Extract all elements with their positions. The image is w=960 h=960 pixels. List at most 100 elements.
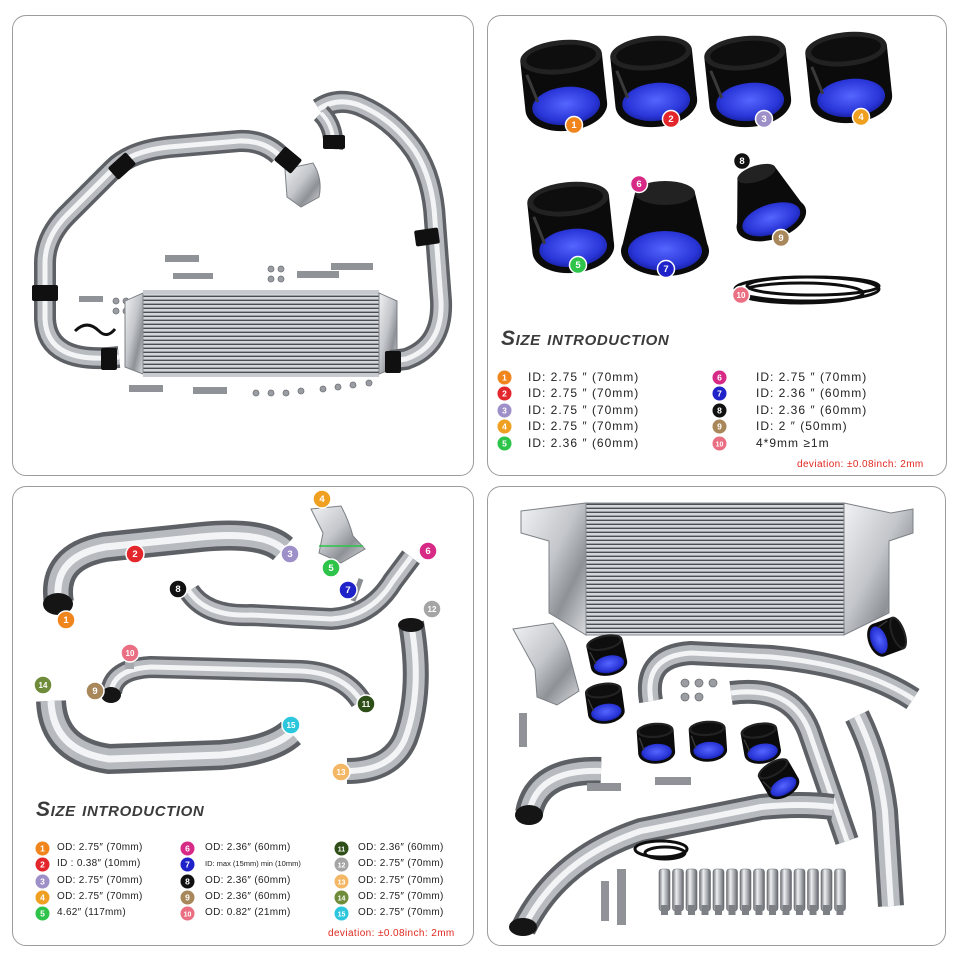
hose-clamp: [820, 868, 833, 915]
list-bullet: 14: [334, 890, 349, 904]
vacuum-hose-coil: [633, 839, 689, 861]
list-bullet: 1: [497, 370, 512, 384]
size-item-text: ID: 2.75 ″ (70mm): [756, 369, 868, 384]
callout-badge: 8: [168, 579, 188, 599]
list-bullet-circle: [180, 890, 195, 904]
callout-badge-circle: [851, 107, 871, 127]
hose-clamp: [699, 868, 711, 915]
callout-badge-circle: [629, 174, 649, 194]
list-bullet-number: 7: [185, 859, 190, 869]
list-bullet-number: 7: [717, 388, 722, 398]
callout-badge-number: 6: [425, 546, 430, 557]
mounting-brackets: [79, 255, 373, 394]
silicone-coupler-3: [701, 30, 796, 133]
callout-badge: 8: [732, 151, 752, 171]
list-bullet-circle: [334, 857, 349, 871]
callout-badge: 13: [331, 762, 351, 782]
size-item-text: OD: 2.75″ (70mm): [57, 890, 143, 902]
list-bullet: 3: [35, 874, 50, 888]
size-item-text: OD: 2.36″ (60mm): [205, 841, 291, 853]
callout-badge-number: 9: [92, 686, 97, 697]
callout-badge-number: 10: [126, 649, 135, 658]
list-bullet-circle: [180, 906, 195, 920]
sensor-bung: [125, 657, 134, 669]
callout-badge-number: 15: [287, 721, 296, 730]
hose-clamp: [672, 868, 684, 915]
callout-badge: 14: [33, 675, 53, 695]
callout-badge: 9: [85, 681, 105, 701]
callout-badge-circle: [125, 544, 145, 564]
size-item-text: ID: 2.75 ″ (70mm): [528, 402, 640, 417]
callout-badge: 6: [629, 174, 649, 194]
callout-badge: 7: [656, 259, 676, 279]
pipe-c: [857, 716, 891, 906]
list-bullet-number: 14: [338, 895, 346, 902]
list-bullet-circle: [497, 403, 512, 417]
list-bullet: 4: [497, 419, 512, 433]
bolts-and-nuts: [680, 678, 718, 702]
list-bullet-circle: [35, 841, 50, 855]
callout-badge: 9: [771, 228, 791, 248]
list-bullet-circle: [497, 436, 512, 450]
list-bullet: 10: [180, 906, 195, 920]
list-bullet-number: 3: [502, 405, 507, 415]
list-bullet-number: 1: [502, 372, 507, 382]
size-item-text: ID: max (15mm) min (10mm): [205, 859, 301, 869]
deviation-note: deviation: ±0.08inch: 2mm: [797, 459, 924, 470]
list-bullet: 2: [35, 857, 50, 871]
list-bullet: 10: [712, 436, 727, 450]
list-bullet-circle: [35, 890, 50, 904]
list-bullet-circle: [334, 874, 349, 888]
callout-badge-number: 7: [663, 264, 668, 275]
list-bullet: 12: [334, 857, 349, 871]
hose-clamps: [658, 868, 846, 915]
intercooler: [520, 502, 914, 636]
size-item-text: OD: 2.75″ (70mm): [57, 841, 143, 853]
callout-badge-circle: [331, 762, 351, 782]
pipe-14-15: [51, 701, 291, 759]
callout-badge: 4: [851, 107, 871, 127]
list-bullet: 1: [35, 841, 50, 855]
hose-clamp: [807, 868, 819, 915]
list-bullet-number: 15: [338, 911, 346, 918]
list-bullet-number: 8: [717, 405, 722, 415]
panel-kit-overview: [12, 15, 474, 476]
callout-badge-circle: [754, 109, 774, 129]
deviation-note: deviation: ±0.08inch: 2mm: [328, 928, 455, 939]
callout-badge-circle: [732, 151, 752, 171]
size-item-text: ID: 2.36 ″ (60mm): [756, 402, 868, 417]
size-item-text: ID: 2.75 ″ (70mm): [528, 385, 640, 400]
list-bullet-circle: [712, 419, 727, 433]
kit-contents-photo: [509, 502, 946, 946]
list-bullet: 6: [180, 841, 195, 855]
list-bullet-number: 6: [717, 372, 722, 382]
callout-badge-circle: [120, 643, 140, 663]
callout-badge-number: 4: [319, 494, 325, 505]
list-bullet-number: 4: [40, 892, 45, 902]
list-bullet: 3: [497, 403, 512, 417]
callout-badge: 5: [321, 558, 341, 578]
callout-badge-circle: [321, 558, 341, 578]
list-bullet: 6: [712, 370, 727, 384]
list-bullet-number: 8: [185, 876, 190, 886]
callout-badge: 15: [281, 715, 301, 735]
callout-badge-circle: [338, 580, 358, 600]
hose-clamp: [793, 868, 806, 915]
size-item-text: OD: 2.75″ (70mm): [358, 906, 444, 918]
size-item-text: OD: 2.75″ (70mm): [358, 890, 444, 902]
hose-clamp: [766, 868, 779, 915]
size-intro-title: Size introduction: [36, 798, 205, 821]
callout-badge-number: 7: [345, 585, 350, 596]
silicone-coupler: [635, 720, 677, 766]
size-item-text: OD: 2.75″ (70mm): [358, 874, 444, 886]
list-bullet-circle: [180, 857, 195, 871]
callout-badge-circle: [85, 681, 105, 701]
callout-badge-number: 9: [778, 233, 783, 244]
silicone-coupler: [687, 718, 729, 764]
list-bullet-circle: [497, 370, 512, 384]
callout-badge-number: 12: [428, 605, 437, 614]
